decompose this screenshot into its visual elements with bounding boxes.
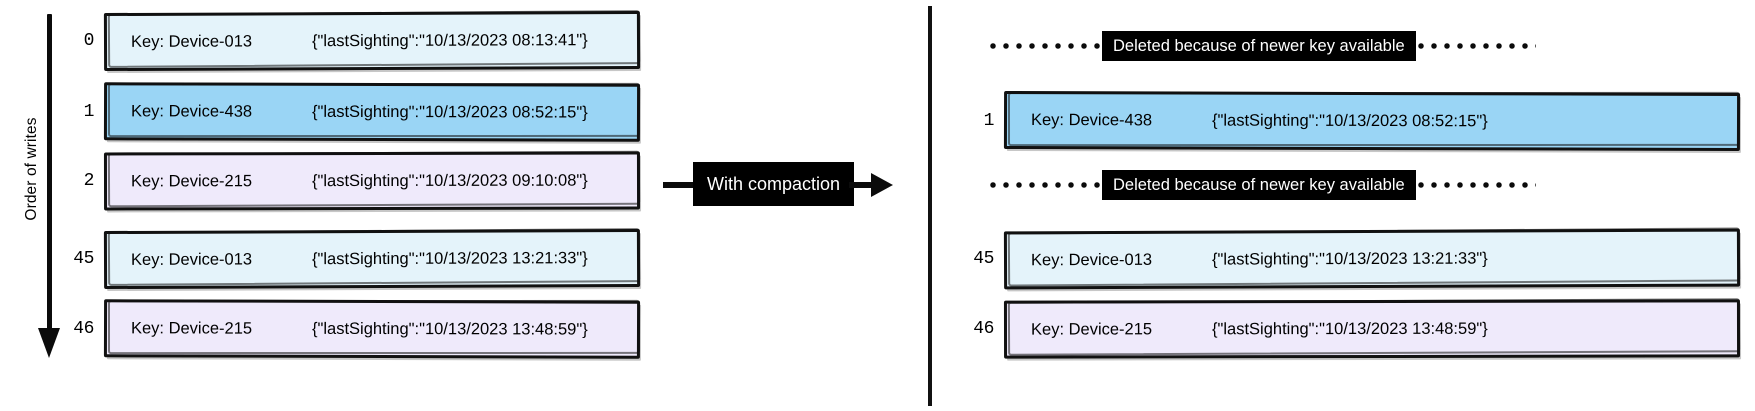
log-row: 0 Key: Device-013 {"lastSighting":"10/13… <box>60 10 641 72</box>
record-card[interactable]: Key: Device-013 {"lastSighting":"10/13/2… <box>103 228 641 290</box>
row-index: 46 <box>73 319 94 339</box>
order-of-writes-axis <box>36 14 60 360</box>
deleted-label: Deleted because of newer key available <box>1102 170 1416 200</box>
deleted-banner: Deleted because of newer key available <box>990 31 1536 61</box>
dotted-line-right <box>1417 43 1536 49</box>
dotted-line-left <box>990 43 1100 49</box>
record-value: {"lastSighting":"10/13/2023 08:52:15"} <box>1211 111 1488 130</box>
log-row: 1 Key: Device-438 {"lastSighting":"10/13… <box>960 90 1741 152</box>
row-index: 1 <box>983 111 995 131</box>
record-key: Key: Device-013 <box>130 31 253 51</box>
record-key: Key: Device-215 <box>130 318 253 338</box>
record-value: {"lastSighting":"10/13/2023 09:10:08"} <box>311 171 588 190</box>
record-value: {"lastSighting":"10/13/2023 13:21:33"} <box>311 248 588 268</box>
order-of-writes-label: Order of writes <box>23 117 40 221</box>
record-key: Key: Device-215 <box>1030 319 1153 339</box>
record-card[interactable]: Key: Device-013 {"lastSighting":"10/13/2… <box>1003 228 1741 290</box>
arrow-tail <box>663 182 711 188</box>
arrow-head-icon <box>871 173 893 197</box>
record-card[interactable]: Key: Device-438 {"lastSighting":"10/13/2… <box>103 82 641 142</box>
record-card[interactable]: Key: Device-215 {"lastSighting":"10/13/2… <box>1003 299 1741 359</box>
record-value: {"lastSighting":"10/13/2023 08:13:41"} <box>311 30 588 50</box>
record-card[interactable]: Key: Device-013 {"lastSighting":"10/13/2… <box>103 10 641 72</box>
record-key: Key: Device-215 <box>130 171 253 190</box>
axis-arrowhead-icon <box>38 328 60 358</box>
log-row: 2 Key: Device-215 {"lastSighting":"10/13… <box>60 151 641 211</box>
with-compaction-arrow: With compaction <box>663 160 903 212</box>
record-value: {"lastSighting":"10/13/2023 13:48:59"} <box>311 319 588 339</box>
record-value: {"lastSighting":"10/13/2023 08:52:15"} <box>311 102 588 122</box>
record-key: Key: Device-013 <box>1030 250 1153 269</box>
with-compaction-label: With compaction <box>693 162 855 206</box>
record-value: {"lastSighting":"10/13/2023 13:21:33"} <box>1211 249 1488 269</box>
log-row: 46 Key: Device-215 {"lastSighting":"10/1… <box>960 299 1741 359</box>
log-row: 46 Key: Device-215 {"lastSighting":"10/1… <box>60 299 641 359</box>
log-row: 45 Key: Device-013 {"lastSighting":"10/1… <box>60 228 641 290</box>
row-index: 0 <box>83 31 95 51</box>
log-row: 1 Key: Device-438 {"lastSighting":"10/13… <box>60 82 641 142</box>
log-row: 45 Key: Device-013 {"lastSighting":"10/1… <box>960 228 1741 290</box>
record-key: Key: Device-438 <box>1030 110 1153 129</box>
axis-line <box>47 14 52 334</box>
panel-divider <box>928 6 932 406</box>
row-index: 1 <box>83 102 95 122</box>
record-key: Key: Device-438 <box>130 101 253 121</box>
row-index: 45 <box>973 249 994 269</box>
arrow-shaft <box>849 182 875 188</box>
row-index: 45 <box>73 249 94 269</box>
row-index: 2 <box>83 171 95 191</box>
record-value: {"lastSighting":"10/13/2023 13:48:59"} <box>1211 319 1488 338</box>
record-card[interactable]: Key: Device-215 {"lastSighting":"10/13/2… <box>103 151 641 211</box>
row-index: 46 <box>973 319 994 339</box>
deleted-banner: Deleted because of newer key available <box>990 170 1536 200</box>
record-card[interactable]: Key: Device-438 {"lastSighting":"10/13/2… <box>1003 90 1741 152</box>
deleted-label: Deleted because of newer key available <box>1102 31 1416 61</box>
dotted-line-left <box>990 182 1100 188</box>
dotted-line-right <box>1417 182 1536 188</box>
record-key: Key: Device-013 <box>130 249 253 269</box>
record-card[interactable]: Key: Device-215 {"lastSighting":"10/13/2… <box>103 299 641 359</box>
